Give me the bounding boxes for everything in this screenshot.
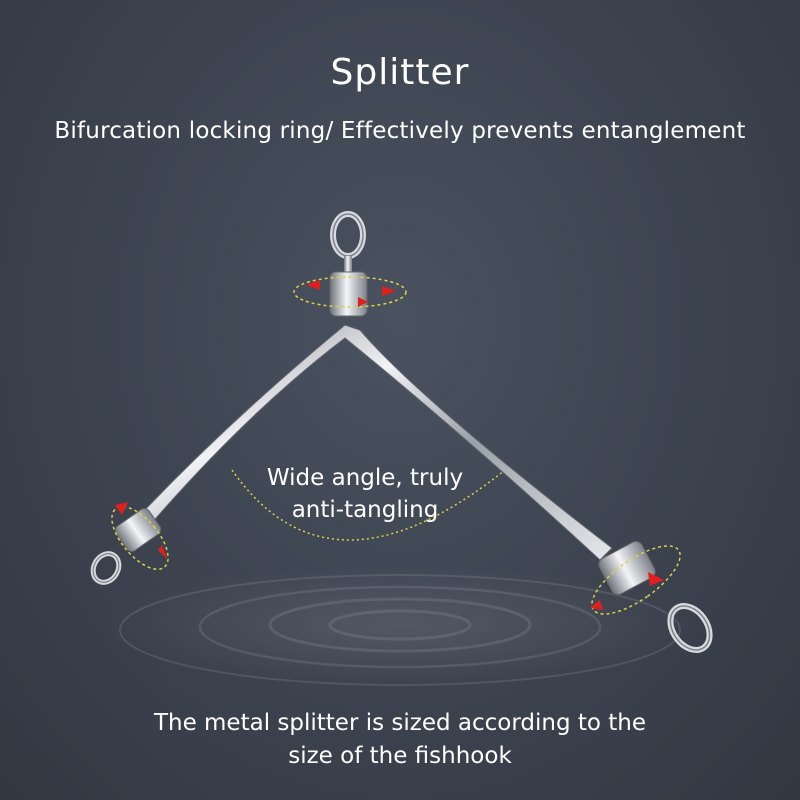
left-swivel xyxy=(90,508,162,585)
left-rotation-indicator xyxy=(111,502,169,571)
angle-annotation: Wide angle, truly anti-tangling xyxy=(240,462,490,526)
angle-annotation-line-2: anti-tangling xyxy=(291,497,439,523)
water-ripples xyxy=(100,565,700,686)
top-swivel xyxy=(329,211,368,317)
splitter-body xyxy=(139,324,613,561)
angle-arc xyxy=(231,469,506,541)
right-swivel xyxy=(598,541,713,653)
right-rotation-indicator xyxy=(590,545,681,615)
footer-line-1: The metal splitter is sized according to… xyxy=(153,710,647,736)
footer-caption: The metal splitter is sized according to… xyxy=(100,707,700,773)
footer-line-2: size of the fishhook xyxy=(288,743,512,769)
page-subtitle: Bifurcation locking ring/ Effectively pr… xyxy=(54,118,746,144)
page-title: Splitter xyxy=(330,52,470,93)
top-rotation-indicator xyxy=(293,276,407,308)
angle-annotation-line-1: Wide angle, truly xyxy=(266,465,464,491)
